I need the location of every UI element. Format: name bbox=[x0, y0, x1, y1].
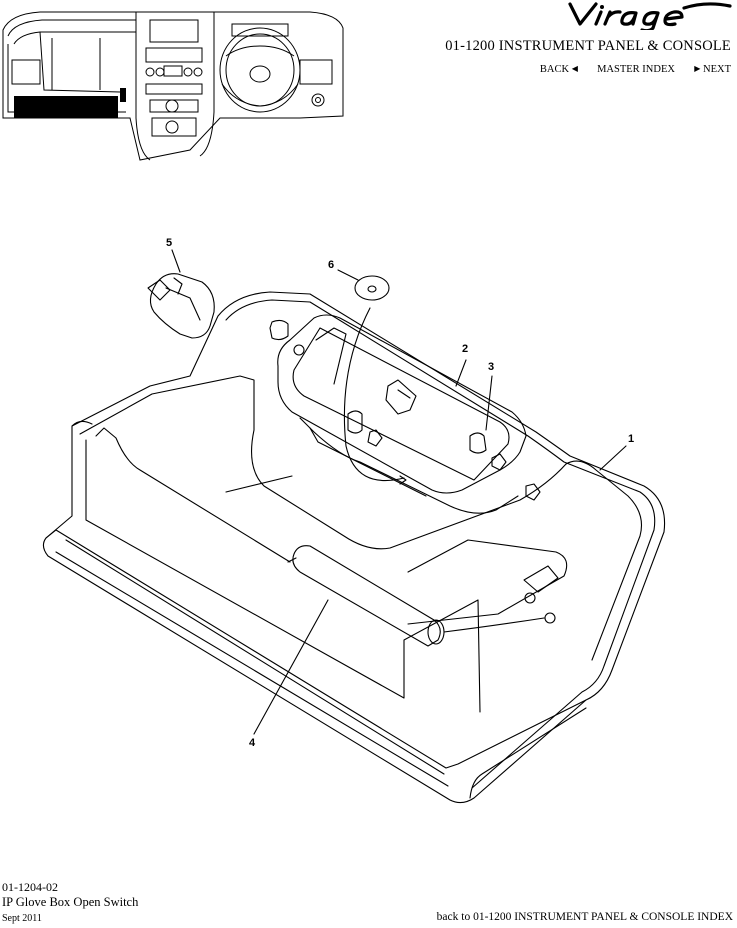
callout-5: 5 bbox=[166, 237, 172, 249]
virage-logo bbox=[568, 2, 732, 30]
glove-box-exploded-diagram: 5 6 2 3 1 4 bbox=[42, 237, 666, 804]
master-index-link[interactable]: MASTER INDEX bbox=[597, 64, 675, 75]
part-code: 01-1204-02 bbox=[2, 880, 58, 894]
callout-4: 4 bbox=[249, 737, 256, 749]
callout-3: 3 bbox=[488, 361, 494, 373]
back-link[interactable]: BACK ◀ bbox=[540, 64, 578, 75]
part-name: IP Glove Box Open Switch bbox=[2, 895, 139, 909]
section-title: 01-1200 INSTRUMENT PANEL & CONSOLE bbox=[445, 38, 731, 54]
glove-box-highlight bbox=[14, 96, 118, 118]
callout-1: 1 bbox=[628, 433, 634, 445]
callout-2: 2 bbox=[462, 343, 468, 355]
dashboard-locator-thumbnail bbox=[2, 11, 344, 161]
callout-6: 6 bbox=[328, 259, 334, 271]
navigation-bar: BACK ◀ MASTER INDEX ▶ NEXT bbox=[540, 64, 731, 75]
back-to-index-link[interactable]: back to 01-1200 INSTRUMENT PANEL & CONSO… bbox=[436, 911, 733, 923]
next-link[interactable]: ▶ NEXT bbox=[694, 64, 731, 75]
publication-date: Sept 2011 bbox=[2, 913, 42, 924]
left-triangle-icon: ◀ bbox=[571, 64, 578, 73]
back-label: BACK bbox=[539, 64, 570, 75]
next-label: NEXT bbox=[703, 64, 731, 75]
right-triangle-icon: ▶ bbox=[694, 64, 701, 73]
